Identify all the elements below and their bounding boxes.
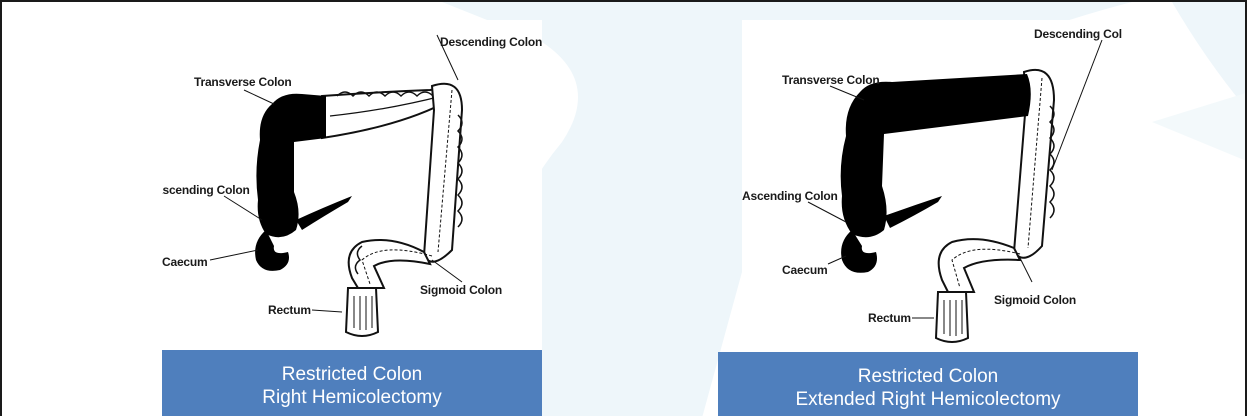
label-transverse-colon: Transverse Colon (782, 73, 880, 87)
caption-line-1: Restricted Colon (718, 365, 1138, 388)
caption-line-2: Extended Right Hemicolectomy (718, 388, 1138, 411)
label-transverse-colon: Transverse Colon (194, 75, 292, 89)
colon-illustration-extended: Descending Colon Transverse Colon Ascend… (742, 20, 1122, 355)
label-caecum: Caecum (162, 255, 208, 269)
label-sigmoid-colon: Sigmoid Colon (420, 283, 502, 297)
label-rectum: Rectum (268, 303, 311, 317)
diagram-right-hemicolectomy: Descending Colon Transverse Colon Ascend… (162, 20, 542, 350)
label-sigmoid-colon: Sigmoid Colon (994, 293, 1076, 307)
label-descending-colon: Descending Colon (1034, 27, 1122, 41)
label-caecum: Caecum (782, 263, 828, 277)
caption-line-1: Restricted Colon (162, 363, 542, 386)
label-ascending-colon: Ascending Colon (162, 183, 250, 197)
diagram-extended-right-hemicolectomy: Descending Colon Transverse Colon Ascend… (742, 20, 1122, 355)
label-ascending-colon: Ascending Colon (742, 189, 838, 203)
caption-line-2: Right Hemicolectomy (162, 386, 542, 409)
colon-illustration: Descending Colon Transverse Colon Ascend… (162, 20, 542, 350)
label-descending-colon: Descending Colon (440, 35, 542, 49)
caption-extended-right-hemicolectomy: Restricted Colon Extended Right Hemicole… (718, 352, 1138, 416)
caption-right-hemicolectomy: Restricted Colon Right Hemicolectomy (162, 350, 542, 416)
label-rectum: Rectum (868, 311, 911, 325)
